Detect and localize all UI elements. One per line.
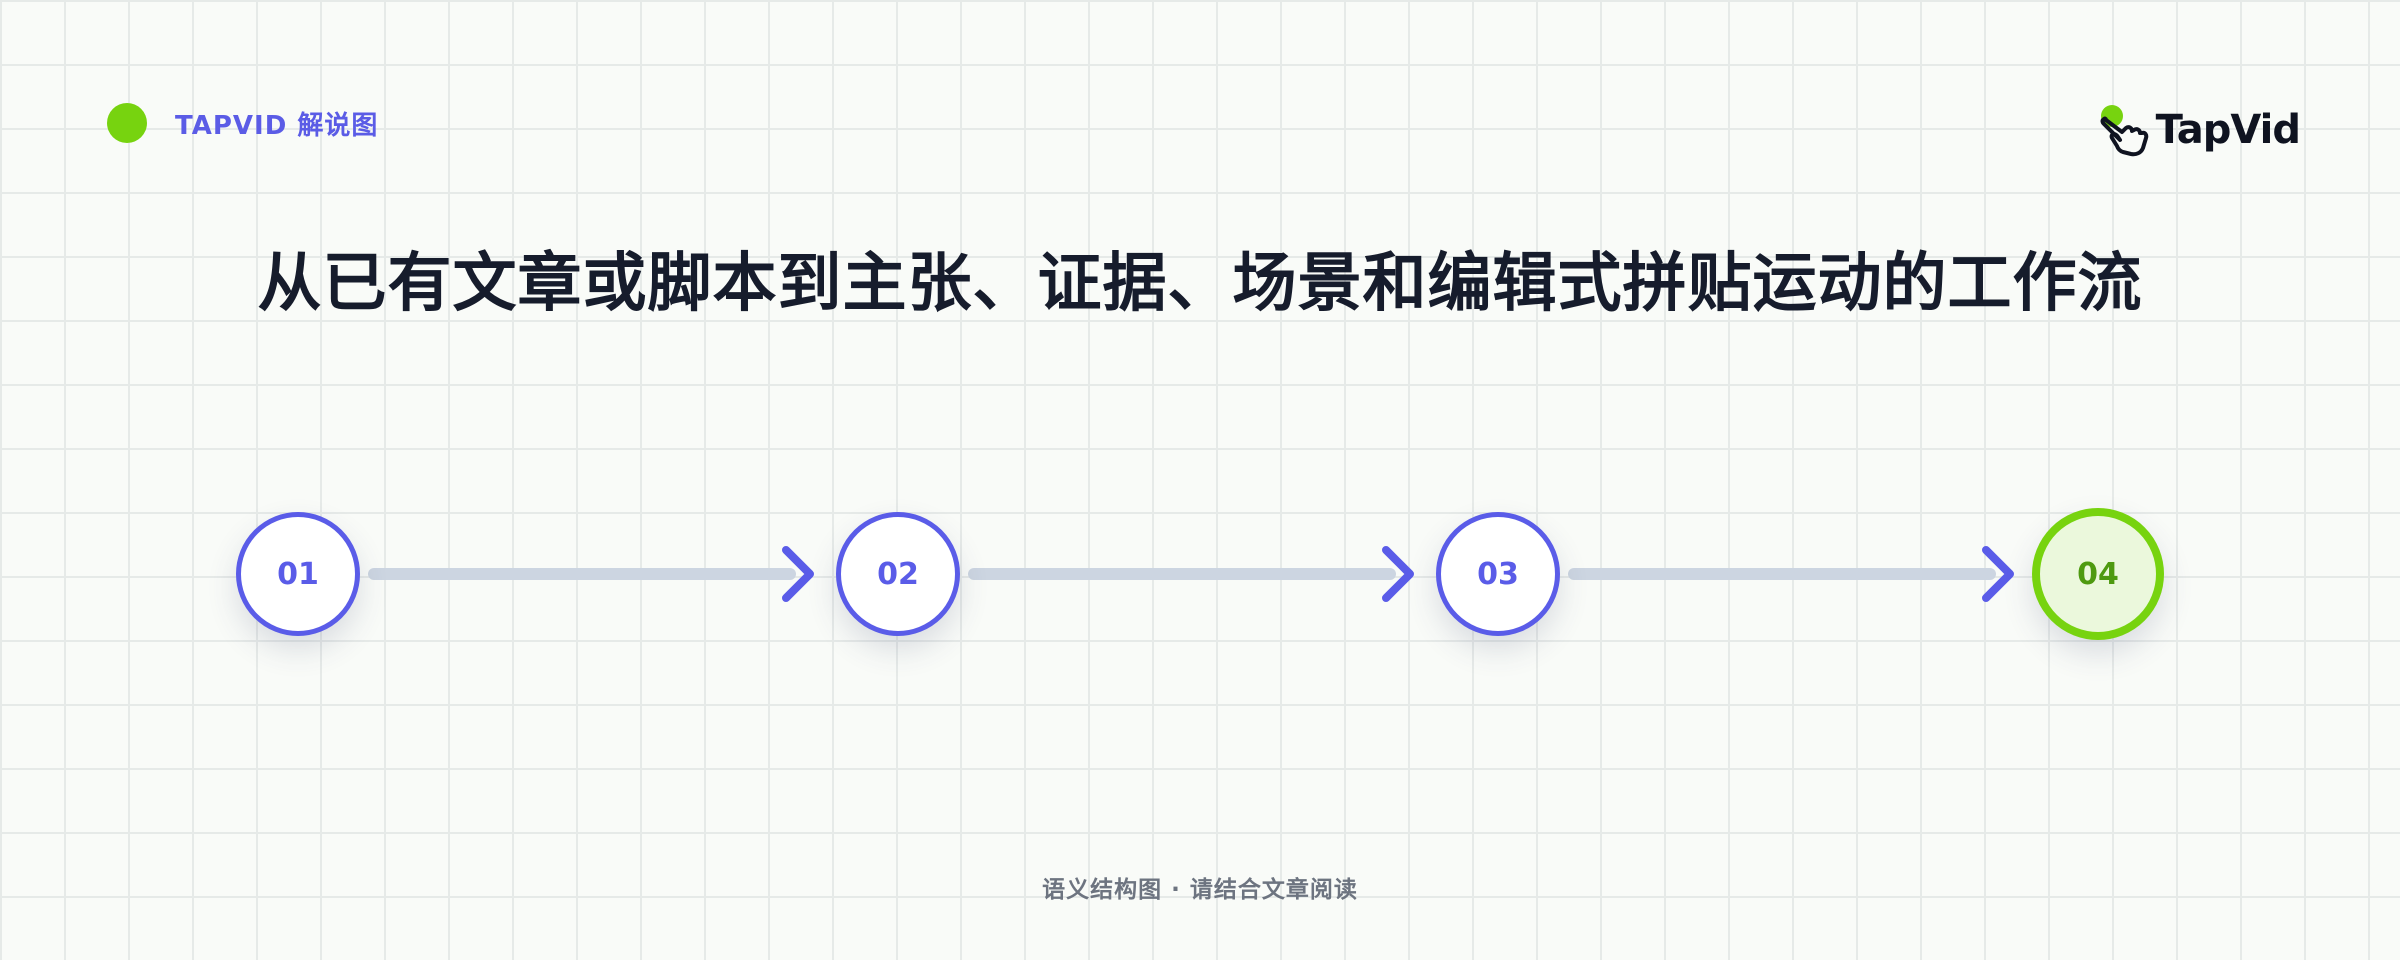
step-node-04: 04 [2032,508,2164,640]
step-number: 04 [2077,556,2119,592]
connector-3-4 [1568,546,2014,602]
chevron-right-icon [1382,546,1414,602]
step-node-03: 03 [1436,512,1560,636]
page-title: 从已有文章或脚本到主张、证据、场景和编辑式拼贴运动的工作流 [257,247,2143,321]
step-number: 01 [277,556,319,592]
connector-2-3 [968,546,1414,602]
brand-tag: TAPVID 解说图 [107,102,378,144]
step-number: 03 [1477,556,1519,592]
brand-tag-label: TAPVID 解说图 [175,110,379,141]
logo-wordmark: TapVid [2155,107,2301,153]
chevron-right-icon [1982,546,2014,602]
brand-dot [107,103,147,143]
step-node-01: 01 [236,512,360,636]
step-number: 02 [877,556,919,592]
step-node-02: 02 [836,512,960,636]
chevron-right-icon [782,546,814,602]
connector-1-2 [368,546,814,602]
footer-note: 语义结构图 · 请结合文章阅读 [1042,877,1358,903]
tapvid-logo: TapVid [2096,102,2301,158]
pointing-hand-icon [2100,105,2148,157]
